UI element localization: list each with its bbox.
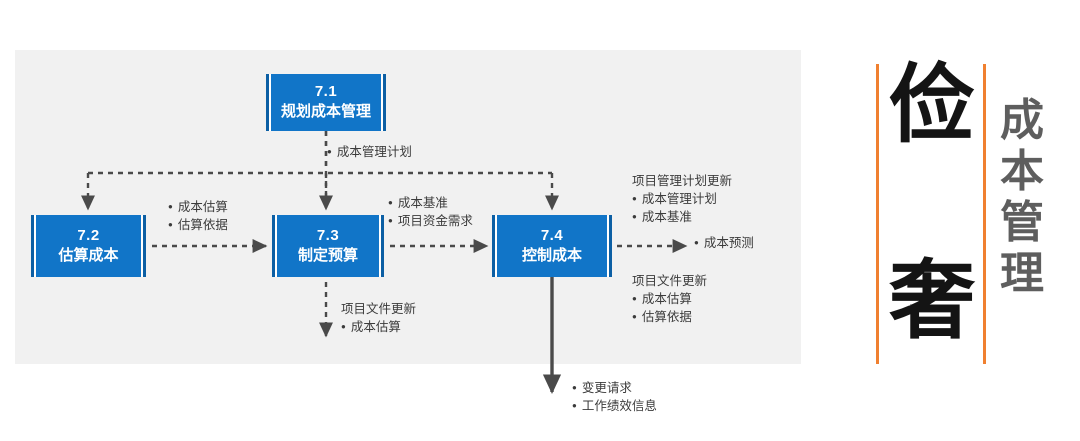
- divider-rule-left: [876, 64, 879, 364]
- annotation-cost-estimates: 成本估算 估算依据: [168, 198, 228, 234]
- annotation-item: 估算依据: [168, 216, 228, 234]
- annotation-item: 成本基准: [388, 194, 473, 212]
- process-box-7-1-inner: 7.1 规划成本管理: [269, 74, 383, 131]
- annotation-cost-management-plan: 成本管理计划: [327, 143, 412, 161]
- annotation-item: 变更请求: [572, 379, 657, 397]
- annotation-header: 项目文件更新: [341, 302, 417, 316]
- vertical-title-char: 本: [1000, 146, 1044, 198]
- process-box-7-4[interactable]: 7.4 控制成本: [492, 215, 612, 277]
- process-box-7-3-name: 制定预算: [297, 246, 358, 264]
- vertical-title-char: 管: [1000, 197, 1044, 249]
- annotation-item: 成本管理计划: [327, 143, 412, 161]
- process-box-7-3[interactable]: 7.3 制定预算: [272, 215, 384, 277]
- annotation-item: 工作绩效信息: [572, 397, 657, 415]
- annotation-header: 项目管理计划更新: [632, 174, 733, 188]
- annotation-item: 成本估算: [168, 198, 228, 216]
- process-box-7-1[interactable]: 7.1 规划成本管理: [266, 74, 386, 131]
- process-box-7-2-inner: 7.2 估算成本: [34, 215, 143, 277]
- annotation-item: 成本估算: [632, 290, 707, 308]
- vertical-title-char: 理: [1000, 248, 1044, 300]
- divider-rule-right: [983, 64, 986, 364]
- annotation-item: 项目资金需求: [388, 212, 473, 230]
- annotation-pm-plan-updates: 项目管理计划更新 成本管理计划 成本基准: [632, 172, 732, 226]
- annotation-item: 成本管理计划: [632, 190, 732, 208]
- process-box-7-2-number: 7.2: [77, 226, 100, 244]
- annotation-project-doc-updates-right: 项目文件更新 成本估算 估算依据: [632, 272, 707, 326]
- annotation-cost-baseline: 成本基准 项目资金需求: [388, 194, 473, 230]
- process-box-7-3-number: 7.3: [316, 226, 340, 244]
- annotation-header: 项目文件更新: [632, 274, 708, 288]
- process-box-7-4-name: 控制成本: [521, 246, 582, 264]
- vertical-title-char: 成: [1000, 95, 1044, 146]
- process-box-7-4-number: 7.4: [540, 226, 564, 244]
- big-character-bottom: 奢: [889, 251, 975, 351]
- annotation-cost-forecast: 成本预测: [694, 234, 754, 252]
- big-character-top: 俭: [889, 55, 975, 155]
- process-box-7-1-name: 规划成本管理: [280, 103, 371, 120]
- annotation-item: 估算依据: [632, 308, 707, 326]
- process-box-7-2-name: 估算成本: [58, 246, 119, 264]
- annotation-item: 成本基准: [632, 208, 732, 226]
- process-box-7-2[interactable]: 7.2 估算成本: [31, 215, 146, 277]
- annotation-bottom-outputs: 变更请求 工作绩效信息: [572, 379, 657, 415]
- process-box-7-4-inner: 7.4 控制成本: [495, 215, 609, 277]
- process-box-7-1-number: 7.1: [314, 83, 338, 101]
- annotation-item: 成本估算: [341, 318, 416, 336]
- annotation-project-doc-updates-bottom: 项目文件更新 成本估算: [341, 300, 416, 336]
- vertical-title: 成 本 管 理: [1000, 95, 1066, 299]
- process-box-7-3-inner: 7.3 制定预算: [275, 215, 381, 277]
- annotation-item: 成本预测: [694, 234, 754, 252]
